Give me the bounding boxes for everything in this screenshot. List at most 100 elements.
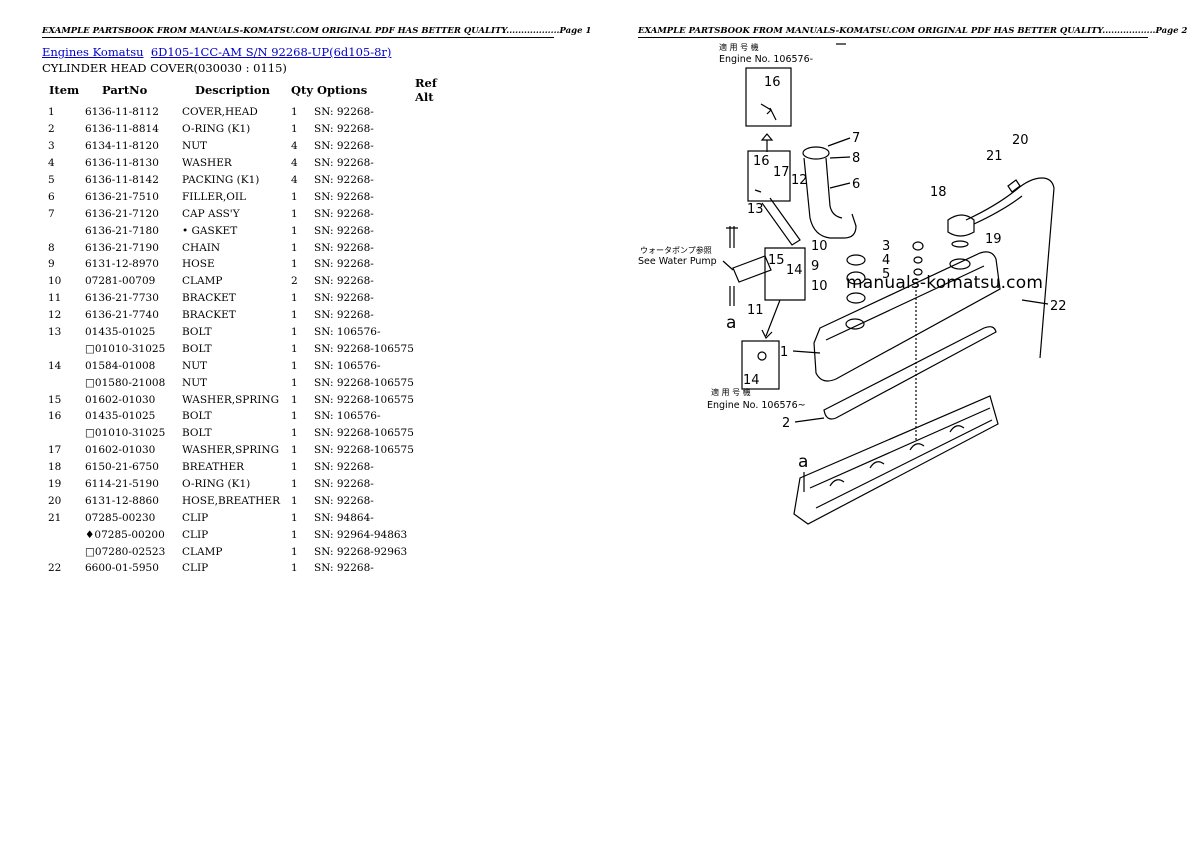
cell-partno: □01010-31025 <box>85 427 166 440</box>
callout-15: 15 <box>768 253 785 268</box>
page-header-right: EXAMPLE PARTSBOOK FROM MANUALS-KOMATSU.C… <box>638 26 1188 38</box>
leader-6 <box>829 182 851 189</box>
callout-6: 6 <box>852 177 860 192</box>
cell-item: 15 <box>48 393 62 406</box>
cell-qty: 4 <box>291 157 298 170</box>
cell-description: WASHER,SPRING <box>182 444 279 457</box>
cell-description: CAP ASS'Y <box>182 207 240 220</box>
clip-21-drawing <box>1007 179 1021 193</box>
cell-partno: □01010-31025 <box>85 342 166 355</box>
cell-refalt <box>415 543 455 560</box>
cell-options: SN: 92268- <box>314 292 374 305</box>
inset-box-14-bottom <box>741 340 780 390</box>
breadcrumb-link-engines[interactable]: Engines Komatsu <box>42 45 144 59</box>
cell-partno: 6134-11-8120 <box>85 140 159 153</box>
cell-refalt <box>415 138 455 155</box>
cell-refalt <box>415 324 455 341</box>
cell-partno: 6136-21-7190 <box>85 241 159 254</box>
gasket-2 <box>823 326 997 420</box>
cell-description: PACKING (K1) <box>182 174 260 186</box>
callout-4: 4 <box>882 253 890 268</box>
callout-9: 9 <box>811 259 819 274</box>
cell-qty: 1 <box>291 511 298 524</box>
cell-description: NUT <box>182 140 208 153</box>
cell-options: SN: 106576- <box>314 326 381 339</box>
cell-item: 6 <box>48 190 55 203</box>
cell-description: FILLER,OIL <box>182 190 247 203</box>
cell-qty: 1 <box>291 258 298 271</box>
cell-partno: 6136-21-7730 <box>85 292 159 305</box>
cell-description: O-RING (K1) <box>182 478 251 491</box>
callout-19: 19 <box>985 232 1002 247</box>
cell-partno: 07281-00709 <box>85 275 156 288</box>
cell-description: CHAIN <box>182 241 221 254</box>
callout-22: 22 <box>1050 299 1067 314</box>
callout-a-bottom: a <box>798 452 808 472</box>
oring-19-drawing <box>951 240 969 248</box>
callout-1: 1 <box>780 345 788 360</box>
cell-refalt <box>415 104 455 121</box>
cell-qty: 1 <box>291 224 298 237</box>
cell-item: 11 <box>48 292 62 305</box>
diagram-jp-applicable-bottom: 適 用 号 機 <box>711 387 751 397</box>
cell-item: 2 <box>48 123 55 136</box>
cell-qty: 1 <box>291 393 298 406</box>
callout-21: 21 <box>986 149 1003 164</box>
cell-refalt <box>415 172 455 189</box>
cell-description: • GASKET <box>182 224 238 237</box>
cell-item: 9 <box>48 258 55 271</box>
cell-refalt <box>415 307 455 324</box>
filler-cap-7 <box>802 146 830 160</box>
cell-options: SN: 92268-92963 <box>314 545 408 558</box>
valve-detail <box>829 425 965 487</box>
cell-partno: □01580-21008 <box>85 376 166 389</box>
cell-item: 22 <box>48 562 62 575</box>
cell-description: WASHER,SPRING <box>182 393 279 406</box>
callout-17: 17 <box>773 165 790 180</box>
cell-qty: 1 <box>291 207 298 220</box>
stud-drawing <box>729 286 735 306</box>
callout-a-left: a <box>726 313 736 333</box>
cell-description: CLAMP <box>182 275 223 288</box>
cell-qty: 1 <box>291 309 298 322</box>
callout-10-bottom: 10 <box>811 279 828 294</box>
leader-2 <box>794 417 825 423</box>
col-header-refalt: Ref Alt <box>415 76 437 104</box>
cover-boss-left <box>845 318 865 330</box>
cell-refalt <box>415 340 455 357</box>
cell-qty: 1 <box>291 461 298 474</box>
packing-5-drawing <box>913 268 923 276</box>
washer-4-drawing <box>913 256 923 264</box>
cell-options: SN: 92268-106575 <box>314 427 414 440</box>
cell-item: 5 <box>48 174 55 186</box>
breadcrumb-link-model[interactable]: 6D105-1CC-AM S/N 92268-UP(6d105-8r) <box>150 45 392 59</box>
col-header-qty: Qty <box>291 83 314 97</box>
cell-refalt <box>415 121 455 138</box>
cell-item <box>42 543 85 560</box>
cell-refalt <box>415 442 455 459</box>
cell-options: SN: 92964-94863 <box>314 528 408 541</box>
cell-description: BOLT <box>182 410 212 423</box>
cell-qty: 1 <box>291 562 298 575</box>
cell-item: 16 <box>48 410 62 423</box>
cell-partno: 6131-12-8970 <box>85 258 159 271</box>
cell-refalt <box>415 273 455 290</box>
diagram-jp-water-pump: ウォータポンプ参照 <box>640 245 712 255</box>
cell-qty: 1 <box>291 359 298 372</box>
cell-item: 10 <box>48 275 62 288</box>
cell-qty: 1 <box>291 376 298 389</box>
cell-description: NUT <box>182 359 208 372</box>
breather-hose-20 <box>965 177 1055 359</box>
hose-9 <box>846 271 866 285</box>
cell-description: BREATHER <box>182 461 245 474</box>
callout-5: 5 <box>882 267 890 282</box>
cell-options: SN: 106576- <box>314 410 381 423</box>
